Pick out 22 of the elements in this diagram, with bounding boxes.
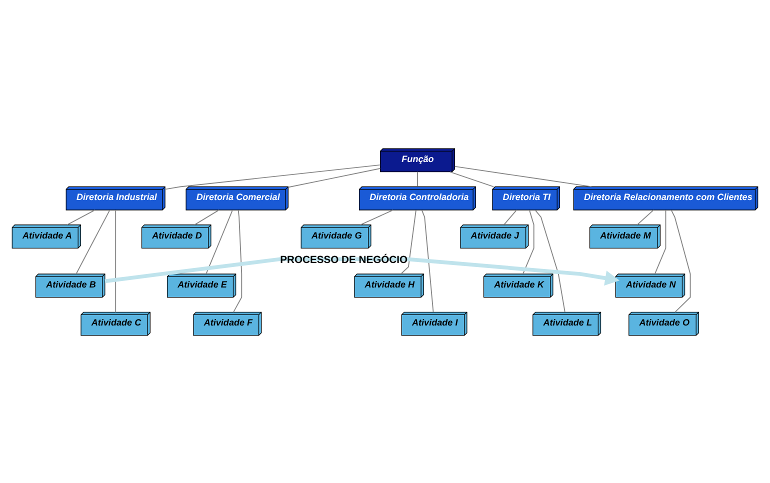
arrow	[104, 256, 620, 286]
edge-label: PROCESSO DE NEGÓCIO	[280, 254, 408, 266]
connector	[164, 164, 381, 190]
connector	[654, 209, 666, 274]
connector	[534, 209, 566, 312]
connector	[288, 168, 381, 188]
connector	[115, 209, 116, 312]
connector	[450, 170, 494, 187]
connector	[421, 209, 434, 312]
connector	[417, 170, 418, 187]
connector	[670, 209, 691, 312]
connector	[503, 209, 518, 225]
connector	[454, 165, 592, 187]
connector	[194, 209, 220, 225]
connector	[636, 209, 654, 225]
connector	[206, 209, 234, 274]
connector	[66, 209, 96, 225]
connector	[76, 209, 110, 274]
connector	[360, 209, 394, 225]
connector	[233, 209, 242, 312]
connector	[522, 209, 534, 274]
connector	[400, 209, 416, 274]
